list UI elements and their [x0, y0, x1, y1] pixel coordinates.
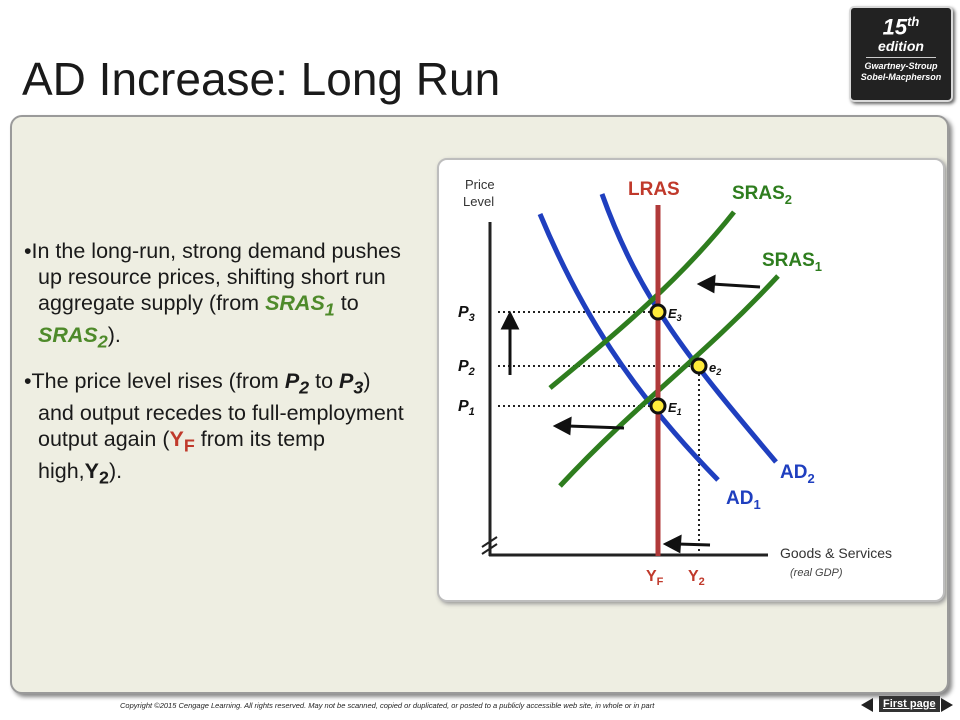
axis-break-2	[481, 543, 498, 555]
point-e3	[649, 303, 667, 321]
prev-arrow-icon[interactable]	[859, 697, 875, 713]
bullet-2: •The price level rises (from P2 to P3) a…	[24, 368, 404, 488]
sras-shift-arrow	[696, 274, 761, 294]
point-e2	[690, 357, 708, 375]
author-line-2: Sobel-Macpherson	[860, 72, 942, 83]
point-e1	[649, 397, 667, 415]
graph-box	[437, 158, 945, 602]
bullet-list: •In the long-run, strong demand pushes u…	[22, 238, 412, 503]
price-label-p2: P2	[458, 358, 475, 378]
first-page-link[interactable]: First page	[879, 696, 940, 712]
output-label-yf: YF	[646, 568, 664, 588]
x-axis-label: Goods & Services	[780, 545, 892, 561]
next-arrow-icon[interactable]	[939, 697, 955, 713]
point-label-e3: E3	[668, 306, 682, 323]
edition-word: edition	[878, 38, 924, 55]
y-axis-label-2: Level	[463, 194, 494, 209]
bullet-1: •In the long-run, strong demand pushes u…	[24, 239, 401, 352]
ad1-curve	[537, 213, 720, 482]
price-label-p1: P1	[458, 398, 475, 418]
price-label-p3: P3	[458, 304, 475, 324]
lras-label: LRAS	[628, 179, 680, 200]
edition-number: 15th	[882, 14, 920, 40]
nav-controls: First page	[855, 696, 955, 716]
point-label-e1: E1	[668, 400, 682, 417]
output-recede-arrow	[662, 534, 711, 554]
ad2-label: AD2	[780, 462, 815, 486]
ad2-curve	[599, 193, 778, 464]
slide-title: AD Increase: Long Run	[22, 53, 501, 105]
sras2-label: SRAS2	[732, 183, 792, 207]
author-line-1: Gwartney-Stroup	[864, 61, 938, 72]
output-label-y2: Y2	[688, 568, 705, 588]
sras2-curve	[548, 210, 736, 390]
price-rise-arrow	[500, 310, 520, 375]
copyright-notice: Copyright ©2015 Cengage Learning. All ri…	[120, 701, 655, 710]
sras1-label: SRAS1	[762, 250, 822, 274]
sras1-curve	[558, 274, 780, 488]
axis-break-1	[481, 536, 498, 548]
y-axis-label-1: Price	[465, 177, 495, 192]
ad1-label: AD1	[726, 488, 761, 512]
x-axis-sublabel: (real GDP)	[790, 567, 843, 579]
edition-badge: 15th edition Gwartney-Stroup Sobel-Macph…	[849, 6, 953, 102]
demand-path-arrow	[552, 416, 625, 436]
point-label-e2: e2	[709, 360, 721, 377]
